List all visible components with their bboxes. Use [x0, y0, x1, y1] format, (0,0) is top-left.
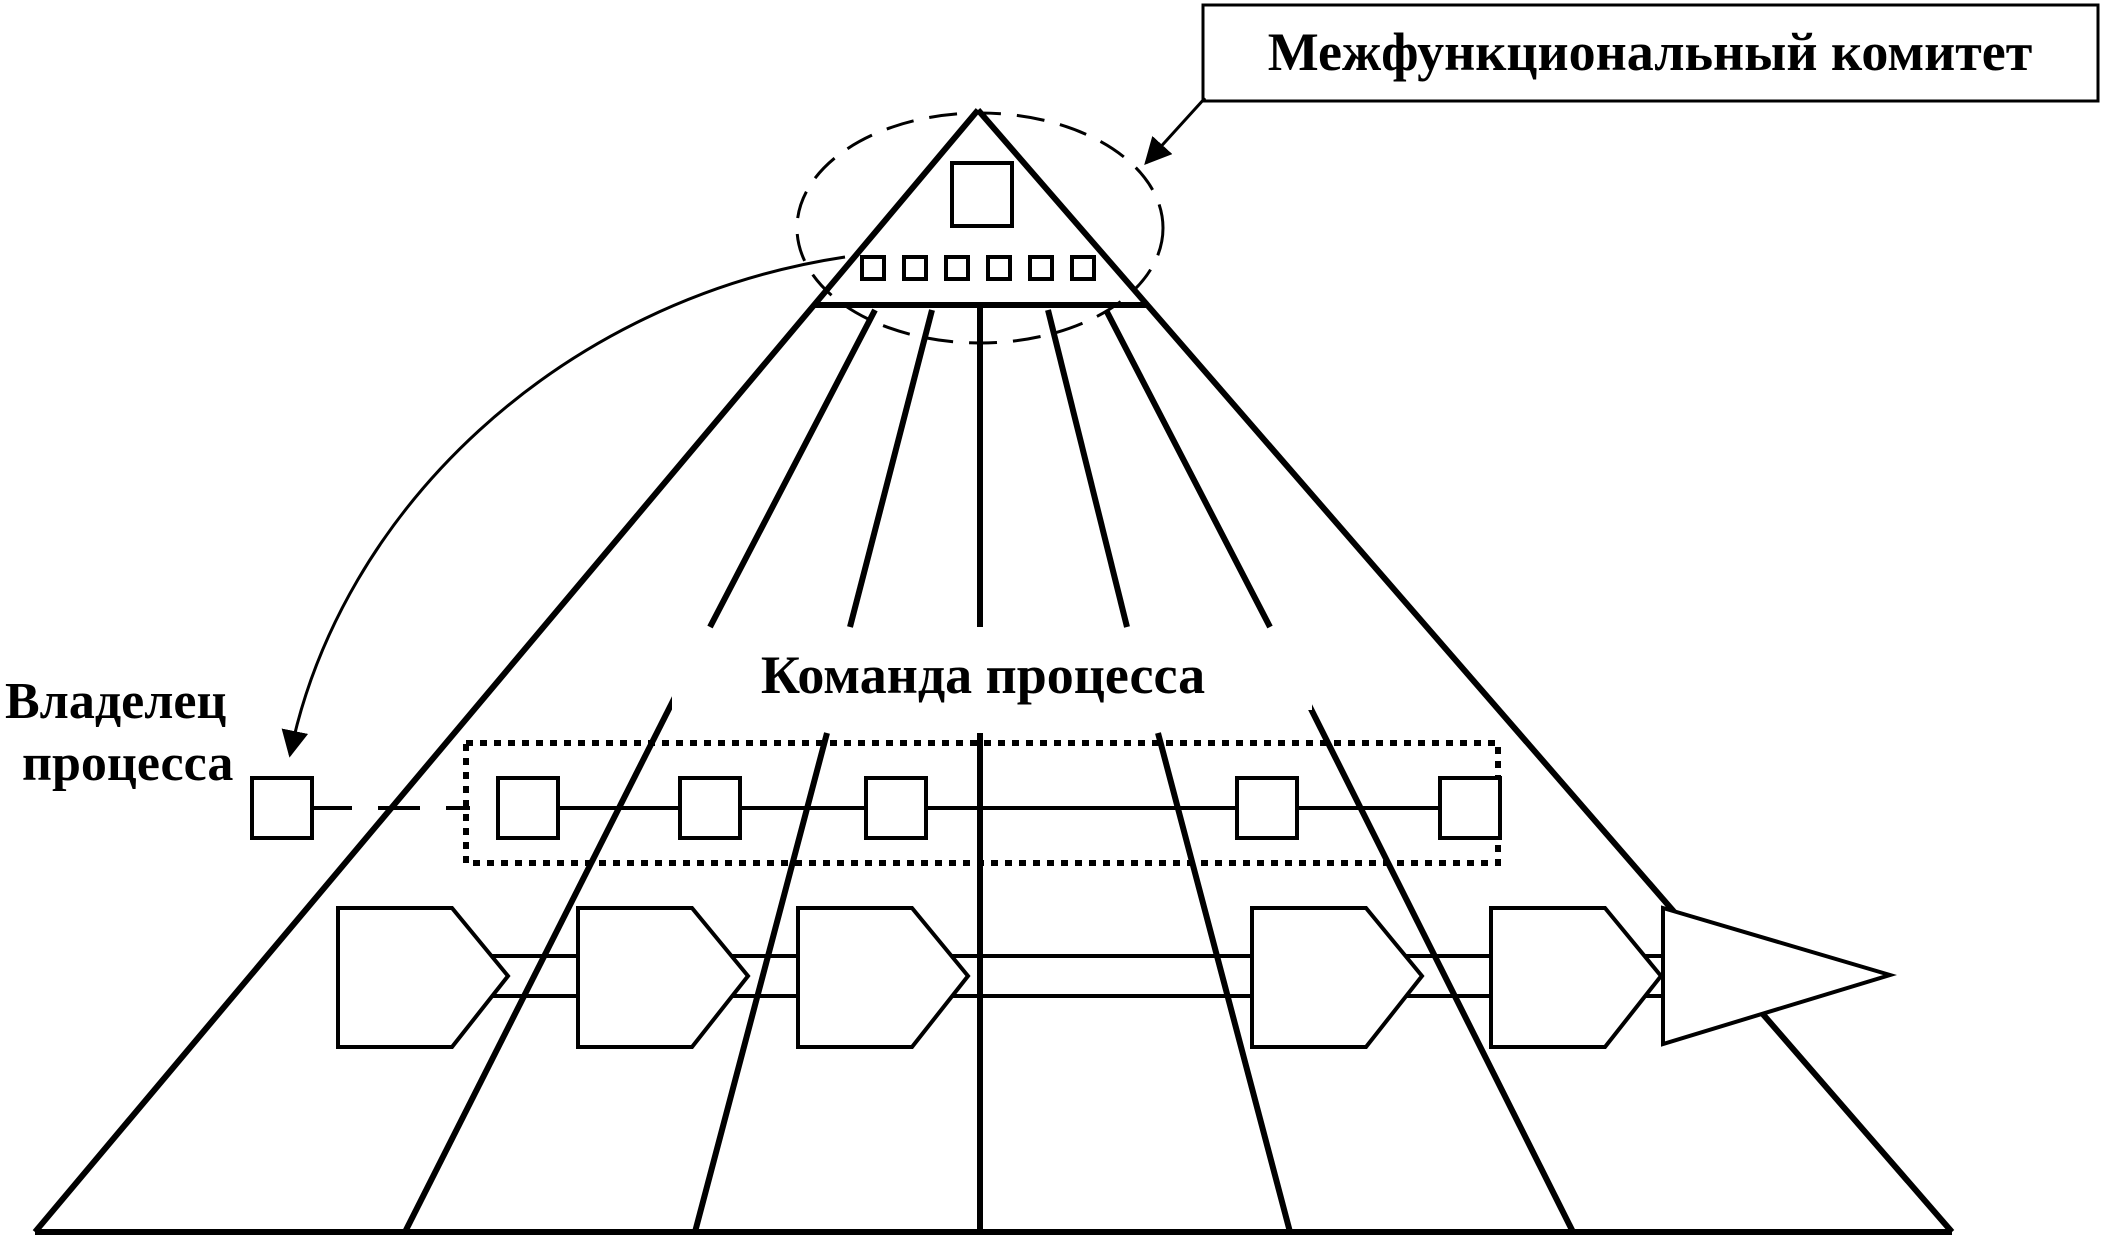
- function-line: [402, 685, 683, 1234]
- function-line: [1155, 732, 1293, 1233]
- function-line: [847, 309, 935, 628]
- process-step-shape: [1489, 906, 1664, 1049]
- committee-member-box: [986, 255, 1012, 281]
- process-team-label: Команда процесса: [761, 645, 1205, 705]
- committee-label: Межфункциональный комитет: [1268, 22, 2032, 82]
- pyramid: [32, 108, 1955, 1235]
- team-label-background: [672, 632, 1312, 710]
- committee-member-box: [902, 255, 928, 281]
- curved-arrow: [281, 255, 846, 758]
- pyramid-right-edge: [975, 108, 1955, 1234]
- committee-member-box: [1028, 255, 1054, 281]
- team-member-box: [496, 776, 560, 840]
- function-lines-upper: [707, 305, 1273, 629]
- pyramid-left-edge: [32, 108, 981, 1234]
- committee-member-box: [944, 255, 970, 281]
- process-team-row: [250, 740, 1502, 866]
- committee-member-box: [860, 255, 886, 281]
- committee-head-box: [950, 161, 1014, 228]
- committee-callout-arrow: [1144, 96, 1207, 165]
- function-line: [707, 308, 878, 629]
- process-step-shape: [1250, 906, 1425, 1049]
- function-line: [692, 732, 830, 1233]
- process-owner-label-line2: процесса: [22, 735, 233, 792]
- committee-callout: Межфункциональный комитет: [1144, 3, 2100, 165]
- process-step-shape: [336, 906, 511, 1049]
- process-output-arrow: [1661, 905, 1897, 1047]
- process-owner-label-line1: Владелец: [5, 673, 226, 730]
- function-line: [1297, 685, 1576, 1234]
- committee-group: [860, 161, 1096, 281]
- process-owner-box: [250, 776, 314, 840]
- committee-label-box: [1201, 3, 2100, 103]
- process-flow: [336, 905, 1897, 1049]
- team-member-box: [864, 776, 928, 840]
- committee-member-box: [1070, 255, 1096, 281]
- team-member-box: [678, 776, 742, 840]
- team-member-box: [1235, 776, 1299, 840]
- process-step-shape: [796, 906, 971, 1049]
- function-lines-lower: [402, 685, 1576, 1234]
- function-line: [1045, 309, 1130, 628]
- process-step-shape: [576, 906, 751, 1049]
- function-line: [1103, 308, 1273, 629]
- team-member-box: [1438, 776, 1502, 840]
